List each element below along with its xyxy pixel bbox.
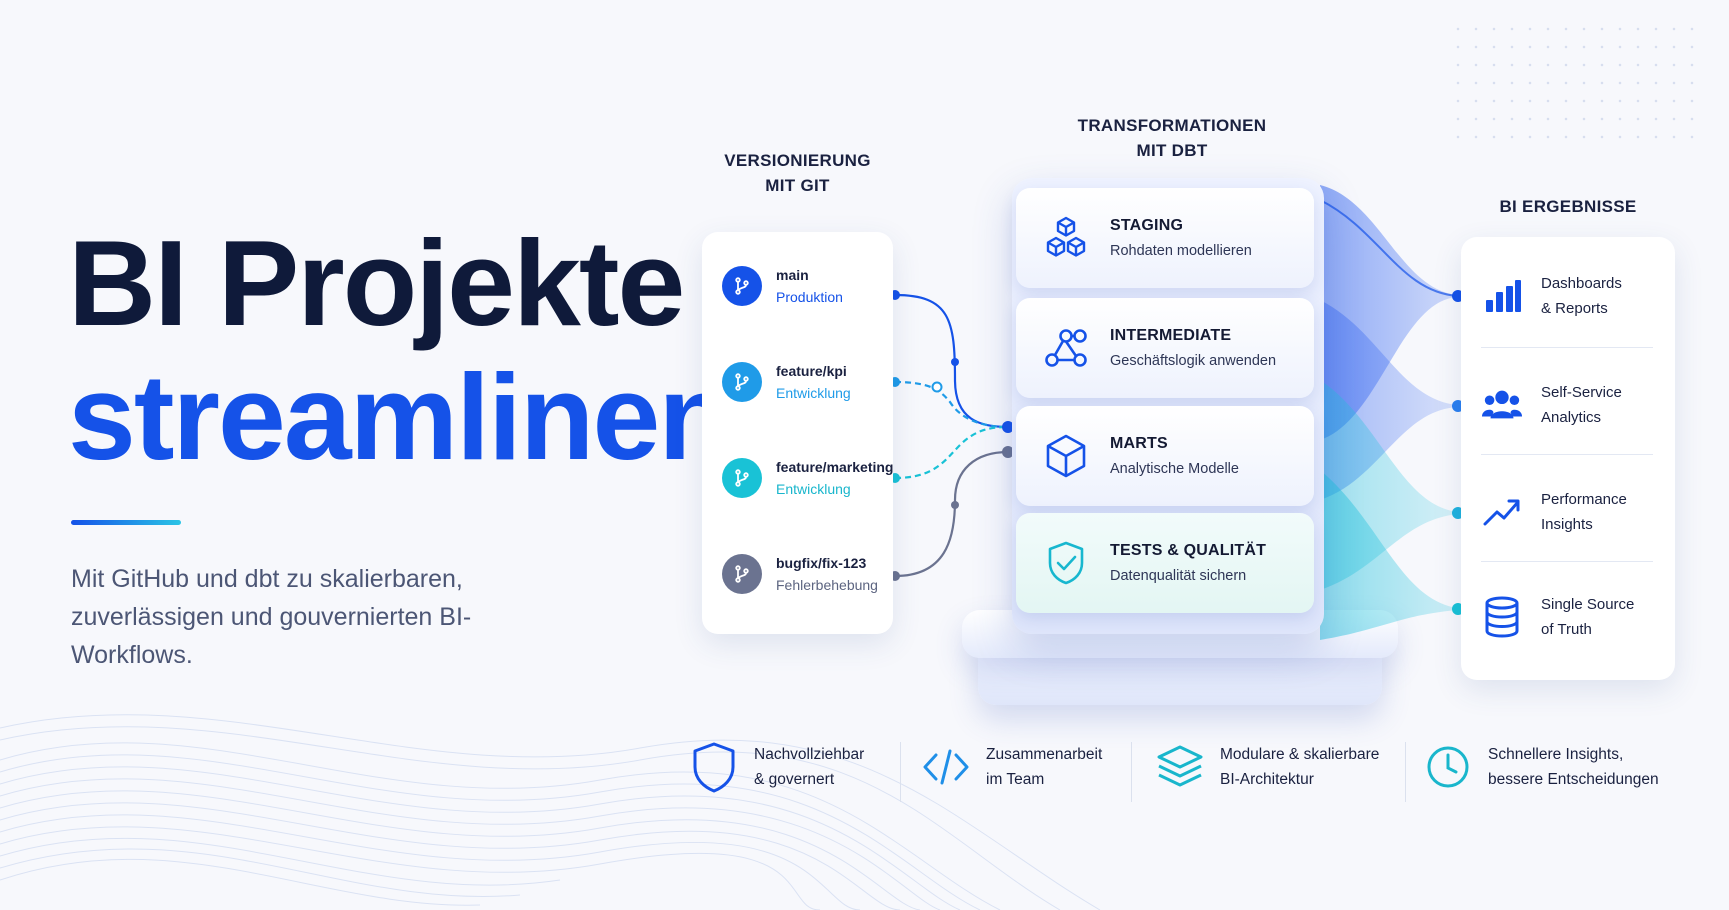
- dot-pattern: [1449, 20, 1699, 140]
- nodes-icon: [1038, 320, 1094, 376]
- branch-bugfix[interactable]: bugfix/fix-123 Fehlerbehebung: [722, 552, 878, 596]
- branch-feature-kpi[interactable]: feature/kpi Entwicklung: [722, 360, 851, 404]
- users-icon: [1481, 384, 1523, 426]
- layer-subtitle: Rohdaten modellieren: [1110, 243, 1252, 259]
- layer-title: INTERMEDIATE: [1110, 327, 1232, 344]
- bi-results-card: Dashboards & Reports Self-Service Analyt…: [1461, 237, 1675, 680]
- dbt-section-header: TRANSFORMATIONEN MIT DBT: [1062, 113, 1282, 163]
- result-line2: & Reports: [1541, 300, 1608, 317]
- branch-name: main: [776, 267, 809, 283]
- layers-icon: [1156, 743, 1204, 791]
- git-header-line2: MIT GIT: [765, 176, 830, 195]
- clock-icon: [1424, 743, 1472, 791]
- branch-env: Entwicklung: [776, 385, 851, 401]
- result-line2: Analytics: [1541, 409, 1602, 426]
- feature-line1: Nachvollziehbar: [754, 746, 865, 763]
- layer-title: MARTS: [1110, 435, 1168, 452]
- branch-env: Entwicklung: [776, 481, 851, 497]
- branch-env: Produktion: [776, 289, 843, 305]
- result-dashboards[interactable]: Dashboards & Reports: [1481, 271, 1661, 321]
- layer-staging: STAGING Rohdaten modellieren: [1016, 188, 1314, 288]
- layer-subtitle: Datenqualität sichern: [1110, 568, 1247, 584]
- trend-up-icon: [1481, 491, 1523, 533]
- result-performance[interactable]: Performance Insights: [1481, 487, 1661, 537]
- git-branches-card: main Produktion feature/kpi Entwicklung …: [702, 232, 893, 634]
- layer-title: TESTS & QUALITÄT: [1110, 542, 1267, 559]
- git-branch-icon: [722, 554, 762, 594]
- results-section-header: BI ERGEBNISSE: [1499, 197, 1637, 216]
- feature-line2: im Team: [986, 771, 1045, 788]
- hero-title-line1: BI Projekte: [68, 215, 685, 351]
- branch-main[interactable]: main Produktion: [722, 264, 843, 308]
- shield-icon: [690, 742, 738, 793]
- cubes-icon: [1038, 210, 1094, 266]
- feature-line1: Modulare & skalierbare: [1220, 746, 1380, 763]
- feature-architecture: Modulare & skalierbare BI-Architektur: [1156, 742, 1379, 792]
- branch-env: Fehlerbehebung: [776, 577, 878, 593]
- dbt-header-line2: MIT DBT: [1136, 141, 1208, 160]
- layer-marts: MARTS Analytische Modelle: [1016, 406, 1314, 506]
- branch-feature-marketing[interactable]: feature/marketing Entwicklung: [722, 456, 893, 500]
- feature-line2: & governert: [754, 771, 835, 788]
- code-icon: [922, 743, 970, 791]
- git-branch-icon: [722, 266, 762, 306]
- feature-governance: Nachvollziehbar & governert: [690, 742, 865, 793]
- result-truth[interactable]: Single Source of Truth: [1481, 592, 1661, 642]
- git-header-line1: VERSIONIERUNG: [724, 151, 871, 170]
- dbt-header-line1: TRANSFORMATIONEN: [1077, 116, 1267, 135]
- result-line1: Dashboards: [1541, 275, 1622, 292]
- database-icon: [1481, 596, 1523, 638]
- feature-line2: bessere Entscheidungen: [1488, 771, 1659, 788]
- divider: [1481, 347, 1653, 348]
- result-line2: Insights: [1541, 516, 1593, 533]
- git-branch-icon: [722, 362, 762, 402]
- branch-connectors: [894, 293, 1009, 578]
- git-section-header: VERSIONIERUNG MIT GIT: [702, 148, 893, 198]
- layer-subtitle: Geschäftslogik anwenden: [1110, 353, 1277, 369]
- result-line1: Self-Service: [1541, 384, 1622, 401]
- hero-title: BI Projekte streamlinen: [68, 215, 733, 485]
- divider: [1481, 561, 1653, 562]
- feature-line2: BI-Architektur: [1220, 771, 1314, 788]
- hero-underline: [71, 520, 181, 525]
- stream-truth: [1320, 470, 1458, 640]
- shield-check-icon: [1038, 535, 1094, 591]
- branch-name: bugfix/fix-123: [776, 555, 867, 571]
- feature-divider: [1131, 742, 1132, 802]
- bar-chart-icon: [1481, 275, 1523, 317]
- result-line1: Single Source: [1541, 596, 1635, 613]
- result-line1: Performance: [1541, 491, 1627, 508]
- branch-name: feature/kpi: [776, 363, 847, 379]
- divider: [1481, 454, 1653, 455]
- layer-tests: TESTS & QUALITÄT Datenqualität sichern: [1016, 513, 1314, 613]
- feature-divider: [900, 742, 901, 802]
- git-branch-icon: [722, 458, 762, 498]
- layer-subtitle: Analytische Modelle: [1110, 461, 1239, 477]
- feature-line1: Schnellere Insights,: [1488, 746, 1624, 763]
- result-line2: of Truth: [1541, 621, 1592, 638]
- result-selfservice[interactable]: Self-Service Analytics: [1481, 380, 1661, 430]
- hero-subtitle: Mit GitHub und dbt zu skalierbaren, zuve…: [71, 565, 472, 669]
- cube-icon: [1038, 428, 1094, 484]
- feature-collaboration: Zusammenarbeit im Team: [922, 742, 1102, 792]
- layer-intermediate: INTERMEDIATE Geschäftslogik anwenden: [1016, 298, 1314, 398]
- feature-insights: Schnellere Insights, bessere Entscheidun…: [1424, 742, 1659, 792]
- feature-line1: Zusammenarbeit: [986, 746, 1103, 763]
- layer-title: STAGING: [1110, 217, 1184, 234]
- branch-name: feature/marketing: [776, 459, 894, 475]
- hero-title-line2: streamlinen: [68, 349, 733, 485]
- feature-divider: [1405, 742, 1406, 802]
